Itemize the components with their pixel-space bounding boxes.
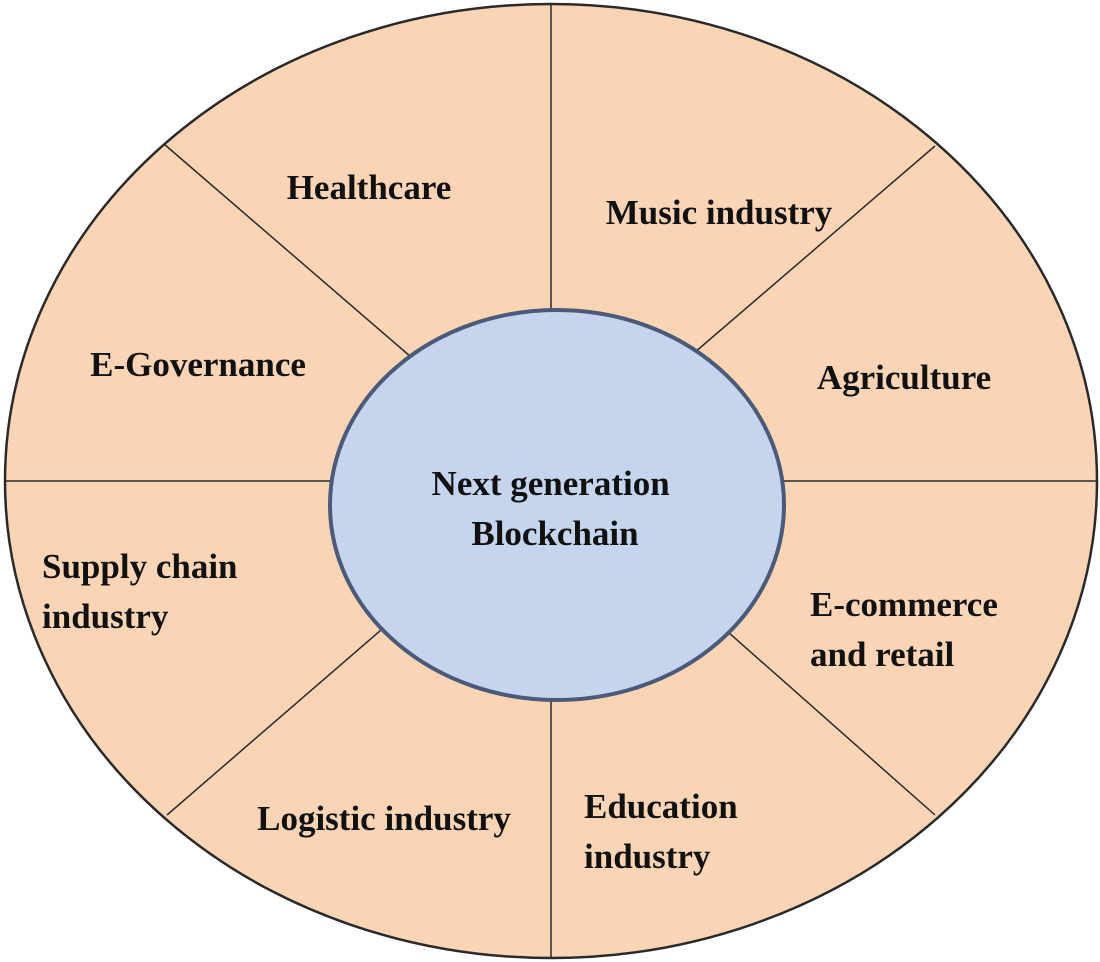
divider-top-right: [693, 145, 936, 354]
sector-label-agriculture: Agriculture: [817, 358, 991, 397]
sector-label-ecommerce: E-commerce and retail: [810, 585, 1007, 674]
divider-top-left: [163, 143, 412, 358]
sector-label-line: industry: [584, 837, 711, 876]
sector-label-egovernance: E-Governance: [90, 345, 306, 384]
center-circle: [328, 308, 786, 702]
center-label-line: Next generation: [432, 464, 670, 503]
divider-bottom-left: [166, 629, 382, 816]
sector-label-line: and retail: [810, 635, 954, 674]
sector-label-line: Education: [584, 787, 738, 826]
sector-label-line: Music industry: [606, 193, 833, 232]
sector-label-line: industry: [42, 597, 169, 636]
sector-dividers: [5, 4, 1096, 957]
sector-label-line: E-Governance: [90, 345, 306, 384]
sector-label-logistic: Logistic industry: [257, 799, 511, 838]
sector-label-line: E-commerce: [810, 585, 998, 624]
sector-label-line: Supply chain: [42, 547, 238, 586]
divider-bottom-right: [727, 631, 936, 816]
sector-label-education: Education industry: [584, 787, 746, 876]
sector-label-supply-chain: Supply chain industry: [42, 547, 246, 636]
sector-label-line: Agriculture: [817, 358, 991, 397]
center-label: Next generation Blockchain: [432, 464, 679, 553]
sector-label-line: Healthcare: [287, 168, 452, 207]
sector-label-music-industry: Music industry: [606, 193, 833, 232]
sector-label-line: Logistic industry: [257, 799, 511, 838]
sector-label-healthcare: Healthcare: [287, 168, 452, 207]
center-label-line: Blockchain: [471, 514, 638, 553]
